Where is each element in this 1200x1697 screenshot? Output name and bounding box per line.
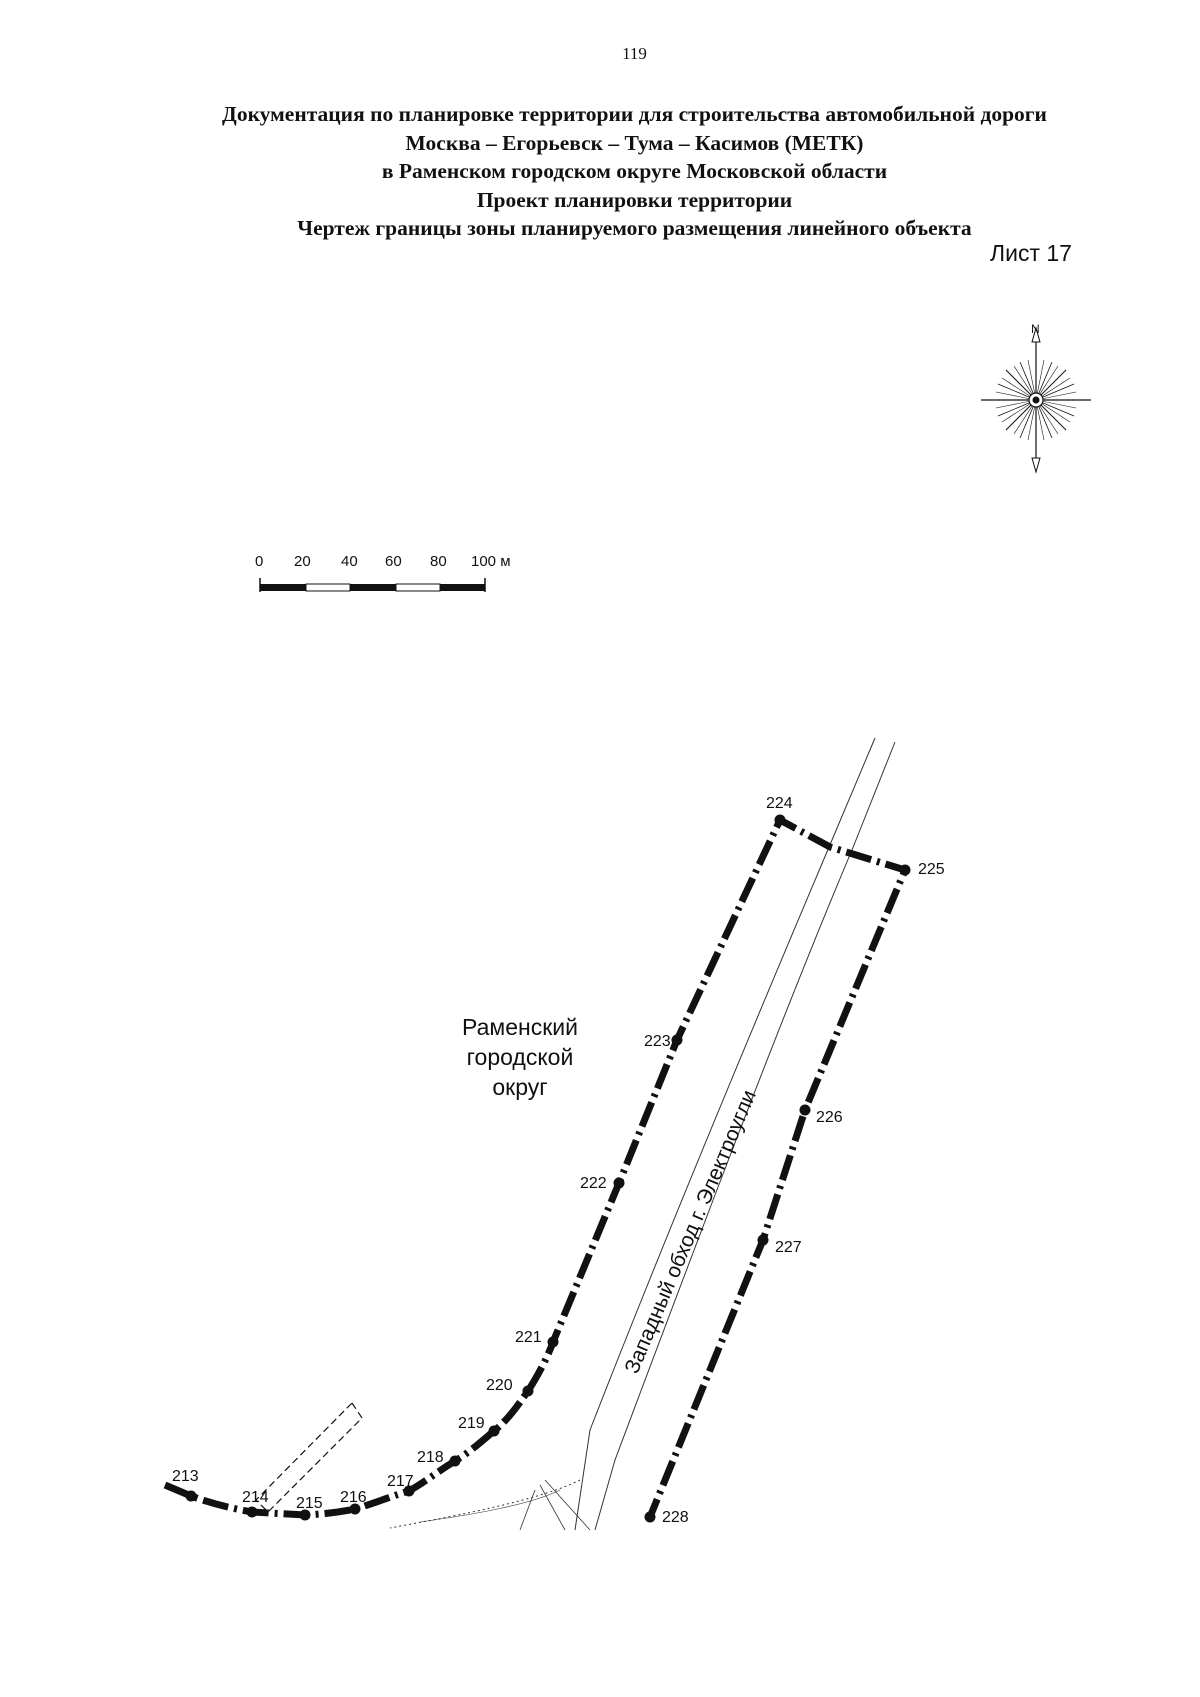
point-label: 216	[340, 1489, 367, 1506]
title-line: Чертеж границы зоны планируемого размеще…	[297, 216, 972, 240]
boundary-point	[799, 1104, 811, 1116]
point-label: 220	[486, 1377, 513, 1394]
point-label: 221	[515, 1329, 542, 1346]
area-label-line: округ	[492, 1074, 547, 1100]
point-label: 213	[172, 1468, 199, 1485]
title-line: Проект планировки территории	[476, 187, 793, 212]
boundary-point	[299, 1509, 311, 1521]
point-label: 218	[417, 1449, 444, 1466]
point-label: 226	[816, 1109, 843, 1126]
scale-tick-label: 100 м	[471, 553, 511, 570]
boundary-point	[644, 1511, 656, 1523]
boundary-point	[246, 1506, 258, 1518]
road-label: Западный обход г. Электроугли	[620, 1087, 761, 1377]
boundary-point	[349, 1503, 361, 1515]
scale-tick-label: 80	[430, 553, 447, 570]
boundary-point	[522, 1385, 534, 1397]
compass-rose-icon	[981, 326, 1091, 474]
page-number: 119	[622, 44, 647, 63]
title-line: в Раменском городском округе Московской …	[381, 159, 888, 183]
sheet-label: Лист 17	[990, 240, 1072, 266]
scale-tick-label: 20	[294, 553, 311, 570]
point-label: 225	[918, 861, 945, 878]
title-line: Москва – Егорьевск – Тума – Касимов (МЕТ…	[405, 130, 864, 155]
zone-boundary	[163, 815, 910, 1519]
point-label: 219	[458, 1415, 485, 1432]
scale-tick-label: 60	[385, 553, 402, 570]
boundary-points	[185, 814, 911, 1523]
area-label-line: Раменский	[462, 1014, 578, 1040]
point-label: 223	[644, 1033, 671, 1050]
boundary-point	[547, 1336, 559, 1348]
boundary-point	[403, 1485, 415, 1497]
point-label: 215	[296, 1495, 323, 1512]
point-label: 217	[387, 1473, 414, 1490]
scale-bar	[259, 578, 486, 592]
boundary-point	[899, 864, 911, 876]
point-label: 227	[775, 1239, 802, 1256]
road-lines	[389, 737, 896, 1531]
boundary-point	[757, 1234, 769, 1246]
title-line: Документация по планировке территории дл…	[222, 102, 1047, 126]
boundary-point	[671, 1034, 683, 1046]
area-label: Раменский городской округ	[462, 1014, 578, 1100]
boundary-point	[613, 1177, 625, 1189]
point-labels: 213 214 215 216 217 218 219 220 221 222 …	[172, 795, 945, 1526]
boundary-point	[185, 1490, 197, 1502]
point-label: 214	[242, 1489, 269, 1506]
area-label-line: городской	[467, 1044, 574, 1070]
point-label: 224	[766, 795, 793, 812]
dashed-outline	[255, 1402, 363, 1513]
compass-north-label: N	[1031, 322, 1040, 336]
point-label: 228	[662, 1509, 689, 1526]
point-label: 222	[580, 1175, 607, 1192]
document-title: Документация по планировке территории дл…	[0, 100, 1200, 243]
scale-tick-label: 40	[341, 553, 358, 570]
scale-tick-label: 0	[255, 553, 263, 570]
boundary-point	[449, 1455, 461, 1467]
boundary-point	[774, 814, 786, 826]
boundary-point	[488, 1425, 500, 1437]
